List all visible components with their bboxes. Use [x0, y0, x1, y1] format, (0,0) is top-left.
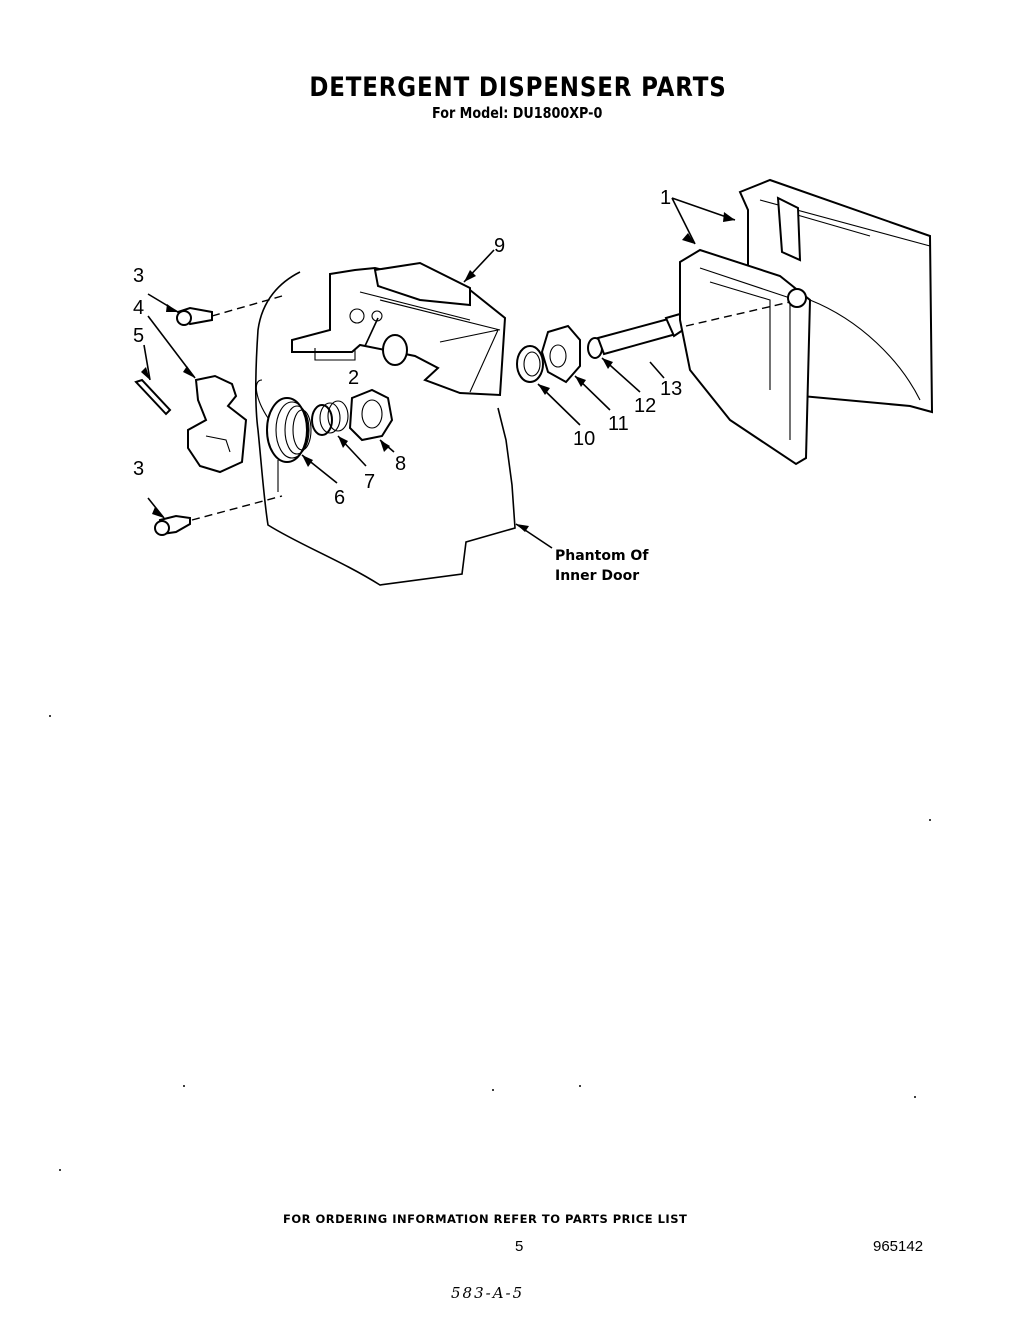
pin	[134, 378, 172, 416]
callout-4: 4	[133, 297, 144, 319]
callout-7: 7	[364, 471, 375, 493]
callout-3-bottom: 3	[133, 458, 144, 480]
arrow-heads	[141, 212, 735, 532]
model-subtitle: For Model: DU1800XP-0	[432, 104, 603, 122]
seal-ring	[516, 345, 544, 383]
document-number: 965142	[873, 1238, 924, 1255]
cover-assembly	[679, 178, 934, 466]
page-number: 5	[515, 1238, 524, 1255]
callout-13: 13	[660, 378, 682, 400]
callout-5: 5	[133, 325, 144, 347]
small-spring	[311, 400, 349, 436]
callout-9: 9	[494, 235, 505, 257]
ordering-note: FOR ORDERING INFORMATION REFER TO PARTS …	[283, 1212, 688, 1226]
screw-bottom	[154, 514, 191, 536]
spring	[255, 379, 312, 492]
callout-6: 6	[334, 487, 345, 509]
inner-door-phantom	[254, 271, 516, 586]
page-title: DETERGENT DISPENSER PARTS	[309, 72, 727, 103]
callout-12: 12	[634, 395, 656, 417]
cam	[540, 324, 581, 384]
phantom-caption-line2: Inner Door	[555, 568, 639, 584]
lever	[187, 374, 248, 474]
callout-1: 1	[660, 187, 671, 209]
handwritten-code: 583-A-5	[451, 1284, 525, 1302]
callout-3-top: 3	[133, 265, 144, 287]
callout-11: 11	[608, 413, 629, 435]
phantom-caption-line1: Phantom Of	[555, 548, 649, 564]
screw-top	[176, 306, 213, 326]
dispenser-body	[291, 261, 507, 397]
callout-2: 2	[348, 367, 359, 389]
callout-10: 10	[573, 428, 595, 450]
nut	[348, 388, 394, 442]
callout-8: 8	[395, 453, 406, 475]
shaft	[596, 312, 688, 356]
scan-specks	[49, 715, 931, 1171]
